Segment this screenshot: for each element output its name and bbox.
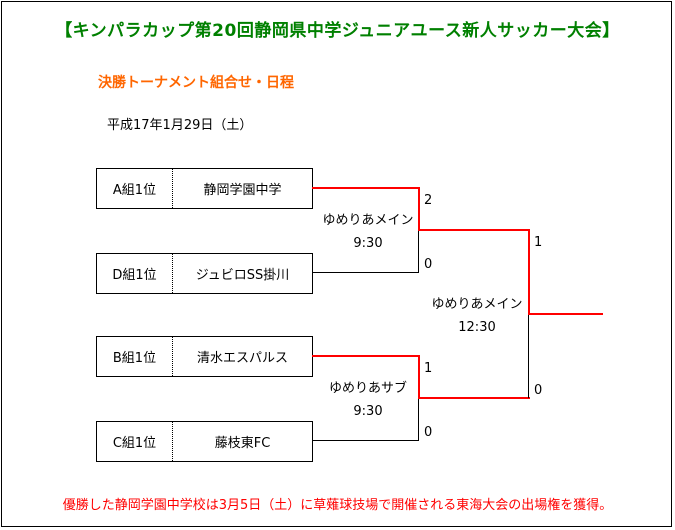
score-label: 0 [424, 257, 433, 272]
bracket-line [312, 440, 419, 441]
team-name: 静岡学園中学 [203, 183, 282, 198]
score-label: 2 [424, 193, 433, 208]
page-title: 【キンパラカップ第20回静岡県中学ジュニアユース新人サッカー大会】 [55, 21, 620, 41]
time-label: 9:30 [353, 404, 383, 419]
bracket-line-winner [418, 355, 420, 399]
bracket-line [418, 230, 419, 273]
venue-label: ゆめりあメイン [431, 297, 523, 312]
team-group-label: B組1位 [97, 337, 173, 376]
bracket-line [312, 272, 419, 273]
team-group-label: A組1位 [97, 169, 173, 208]
team-box-a: A組1位 静岡学園中学 [96, 168, 313, 209]
page-subtitle: 決勝トーナメント組合せ・日程 [98, 75, 294, 91]
team-name: 清水エスパルス [196, 351, 288, 366]
score-label: 1 [534, 235, 543, 250]
bracket-line-winner [312, 355, 420, 357]
bracket-line [418, 398, 419, 441]
bracket-line-winner [528, 229, 530, 315]
venue-label: ゆめりあサブ [328, 381, 407, 396]
team-box-b: B組1位 清水エスパルス [96, 336, 313, 377]
bracket-line-champion [528, 313, 603, 315]
team-box-c: C組1位 藤枝東FC [96, 421, 313, 462]
team-name: 藤枝東FC [214, 436, 271, 451]
time-label: 12:30 [458, 320, 496, 335]
score-label: 0 [424, 425, 433, 440]
score-label: 0 [534, 383, 543, 398]
bracket-line-winner [418, 397, 530, 399]
team-name: ジュビロSS掛川 [195, 268, 290, 283]
footer-note: 優勝した静岡学園中学校は3月5日（土）に草薙球技場で開催される東海大会の出場権を… [62, 498, 613, 513]
team-group-label: C組1位 [97, 422, 173, 461]
bracket-line [528, 314, 529, 398]
match-date: 平成17年1月29日（土） [107, 118, 253, 133]
time-label: 9:30 [353, 236, 383, 251]
venue-label: ゆめりあメイン [322, 213, 414, 228]
team-group-label: D組1位 [97, 254, 173, 293]
bracket-line-winner [312, 187, 420, 189]
score-label: 1 [424, 361, 433, 376]
team-box-d: D組1位 ジュビロSS掛川 [96, 253, 313, 294]
bracket-line-winner [418, 229, 530, 231]
bracket-line-winner [418, 187, 420, 230]
